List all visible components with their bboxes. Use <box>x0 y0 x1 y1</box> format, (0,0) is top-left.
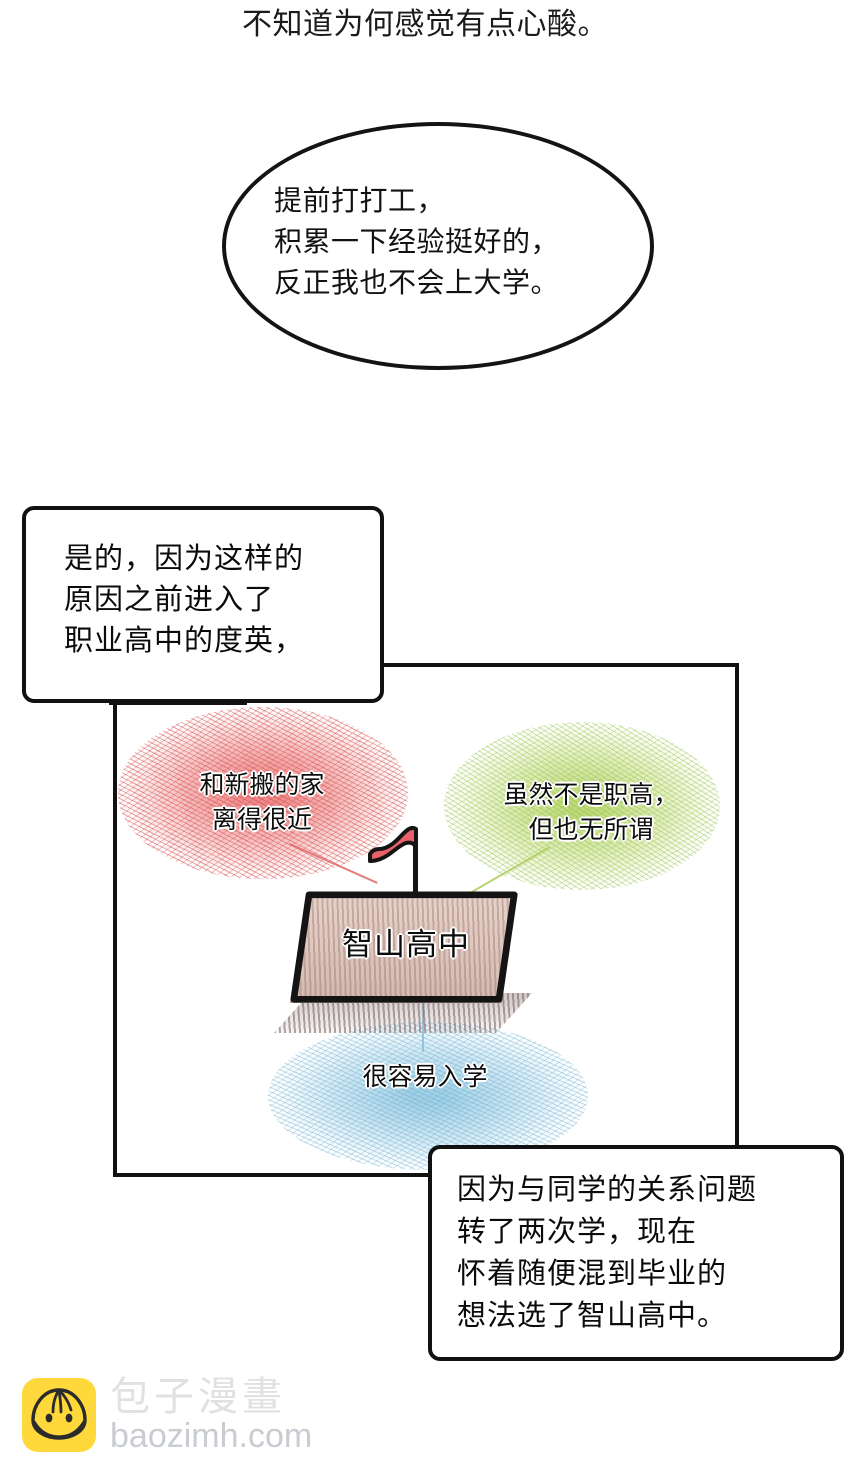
top-narration-text: 不知道为何感觉有点心酸。 <box>242 8 608 41</box>
building-name-label: 智山高中 <box>342 927 470 962</box>
caption-box-bottom-right: 因为与同学的关系问题 转了两次学，现在 怀着随便混到毕业的 想法选了智山高中。 <box>428 1145 844 1361</box>
building-outline <box>290 891 518 1003</box>
building-body <box>290 893 518 1003</box>
flag-pole <box>413 831 418 905</box>
cloud-label-blue: 很容易入学 <box>362 1063 488 1091</box>
watermark-url-text: baozimh.com <box>110 1417 313 1455</box>
caption-box-top-left: 是的，因为这样的 原因之前进入了 职业高中的度英， <box>22 506 384 703</box>
red-flag-icon <box>368 826 418 863</box>
baozi-logo-badge <box>22 1378 96 1452</box>
watermark: 包子漫畫 baozimh.com <box>22 1375 322 1464</box>
caption-top-left-text: 是的，因为这样的 原因之前进入了 职业高中的度英， <box>64 543 305 657</box>
cloud-red-overlay <box>118 707 408 879</box>
baozi-bun-icon <box>31 1388 87 1440</box>
speech-balloon-text: 提前打打工， 积累一下经验挺好的， 反正我也不会上大学。 <box>274 185 560 298</box>
caption-bottom-right-text: 因为与同学的关系问题 转了两次学，现在 怀着随便混到毕业的 想法选了智山高中。 <box>457 1174 758 1332</box>
cloud-green-overlay <box>444 722 720 890</box>
speech-balloon: 提前打打工， 积累一下经验挺好的， 反正我也不会上大学。 <box>222 122 654 370</box>
cloud-label-red: 和新搬的家 离得很近 <box>199 771 325 834</box>
cloud-label-green: 虽然不是职高， 但也无所谓 <box>503 781 679 844</box>
watermark-brand-text: 包子漫畫 <box>110 1375 286 1419</box>
